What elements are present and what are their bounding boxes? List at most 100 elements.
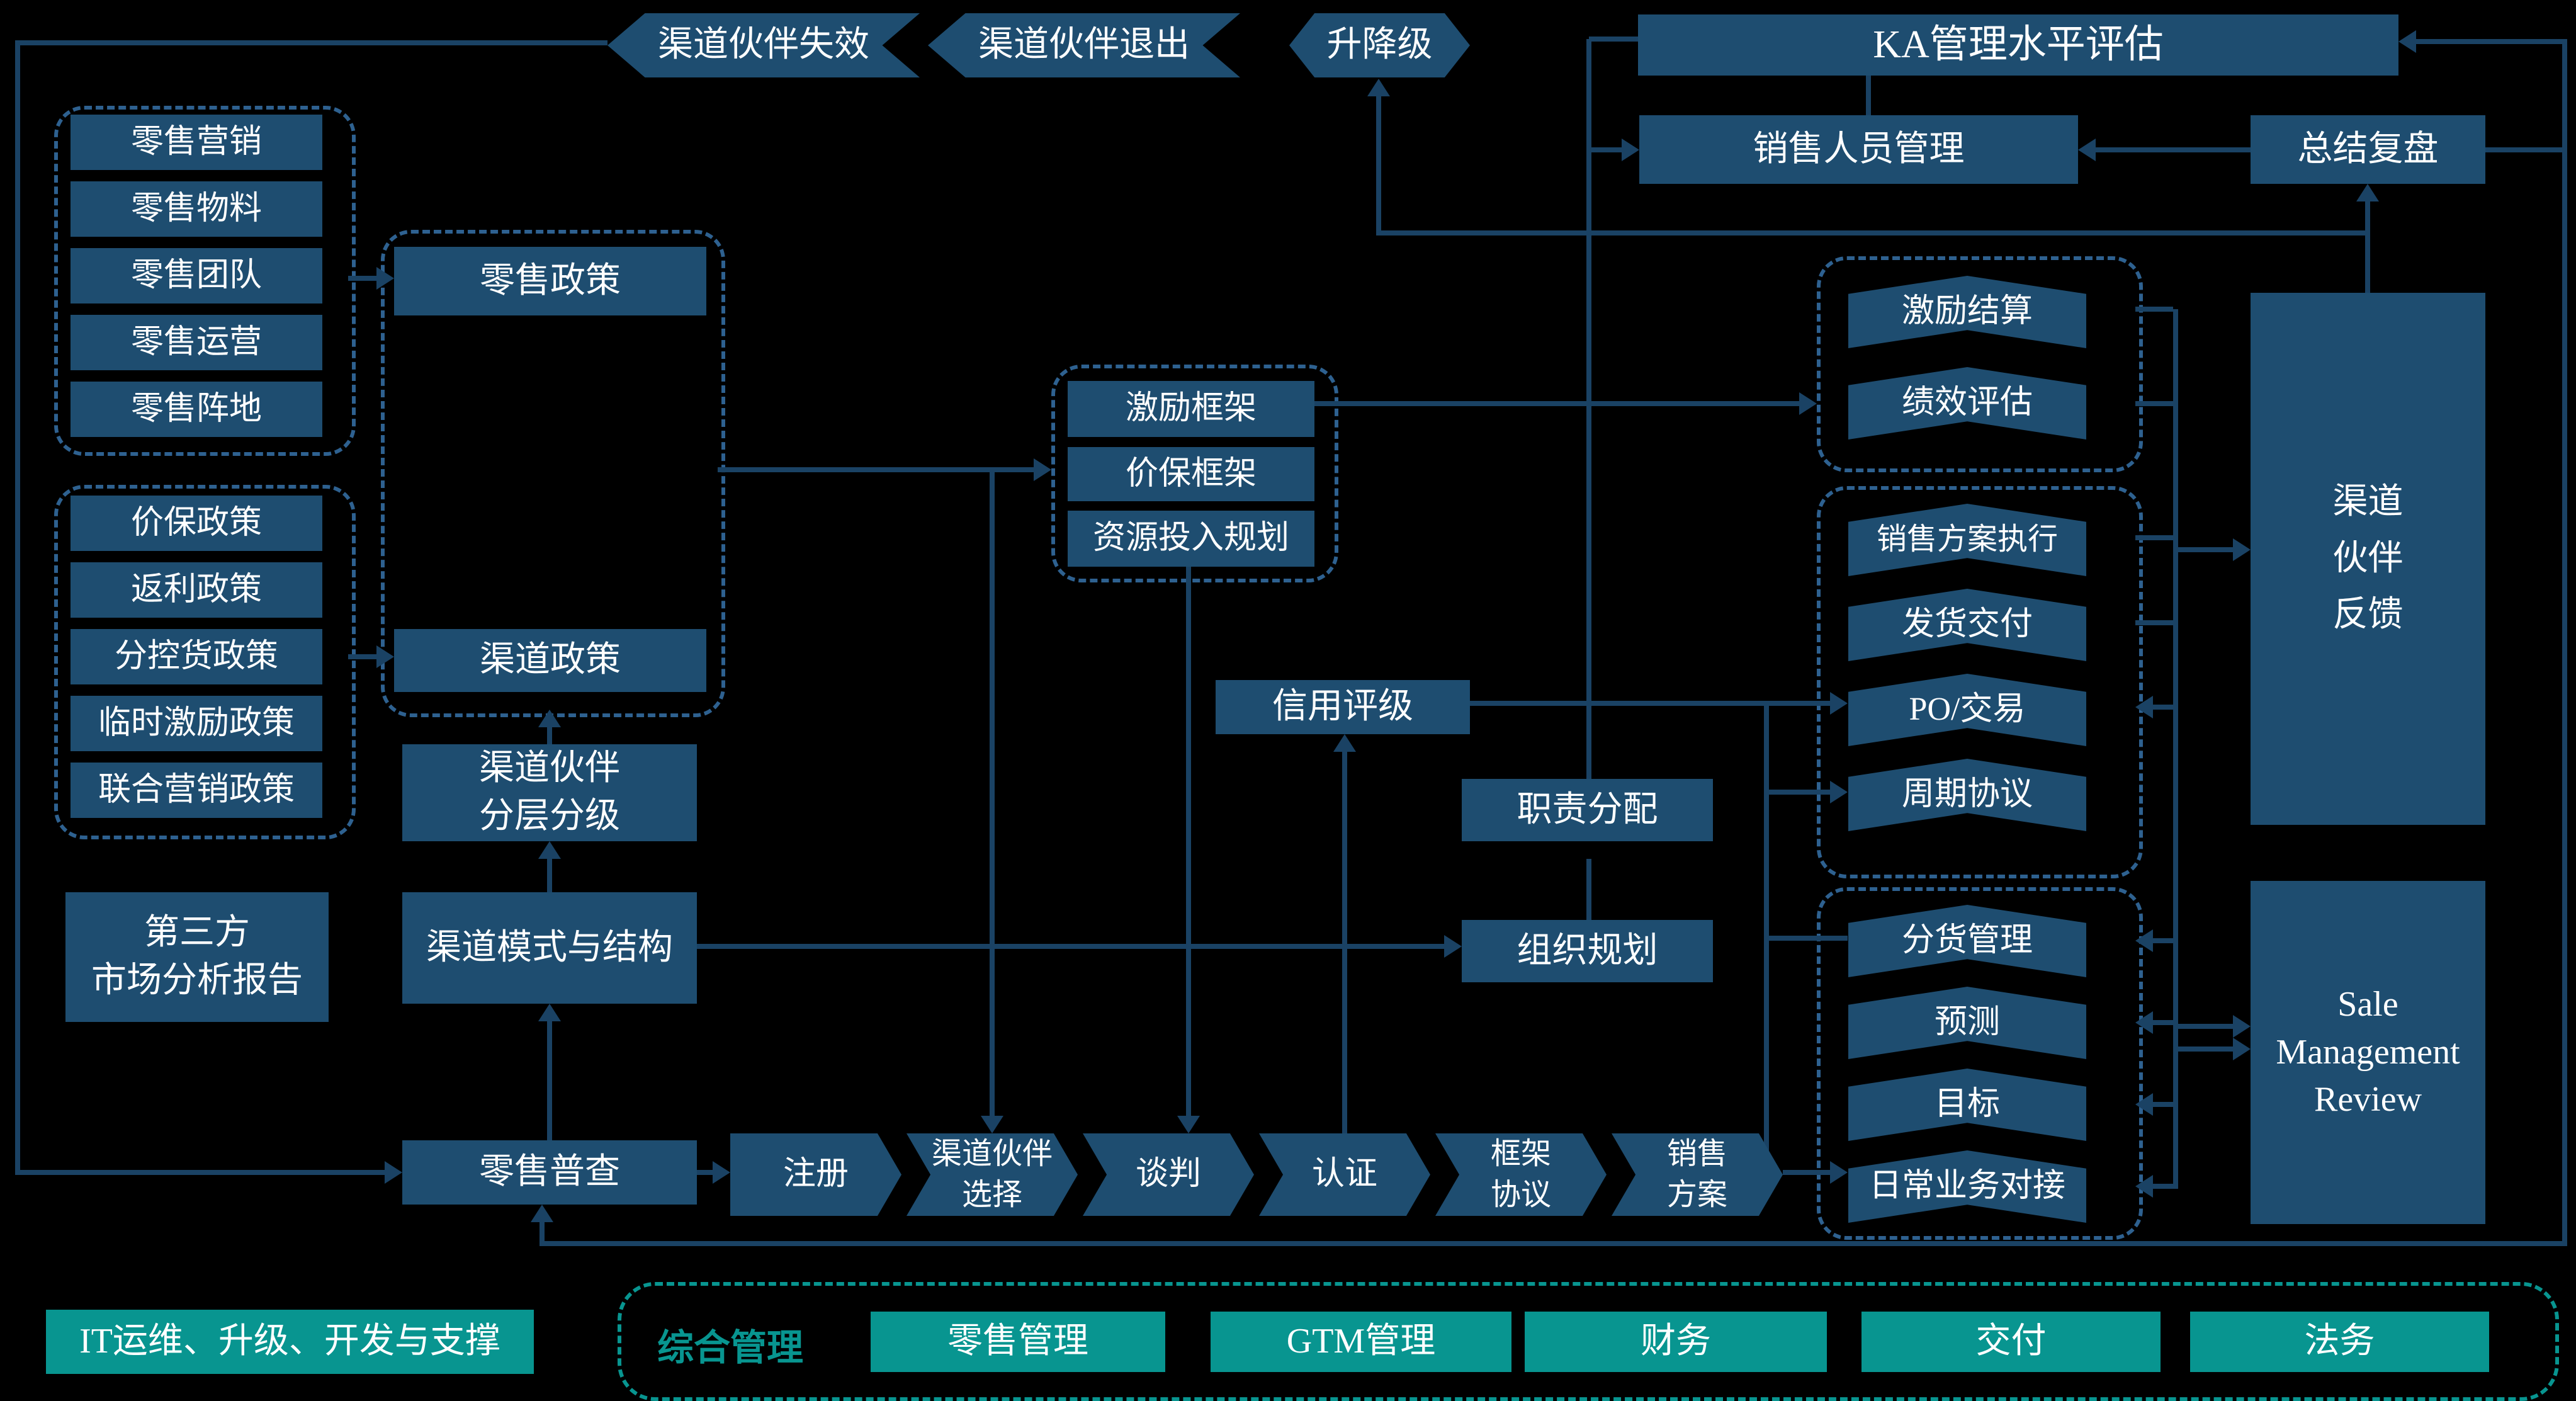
arrowhead-icon xyxy=(2398,30,2416,53)
node-retail-operations: 零售运营 xyxy=(71,315,322,370)
node-framework-agreement: 框架 协议 xyxy=(1435,1133,1607,1216)
arrowhead-icon xyxy=(1333,734,1356,752)
arrowhead-icon xyxy=(2135,1093,2153,1116)
node-register: 注册 xyxy=(730,1133,901,1216)
arrowhead-icon xyxy=(538,841,561,859)
node-performance-eval: 绩效评估 xyxy=(1848,367,2086,440)
arrowhead-icon xyxy=(2135,696,2153,718)
arrowhead-icon xyxy=(1830,1161,1848,1184)
arrowhead-icon xyxy=(1830,781,1848,803)
arrowhead-icon xyxy=(531,1205,553,1222)
flow-line xyxy=(2135,535,2173,540)
incentive-group-container xyxy=(1817,256,2143,472)
flow-line xyxy=(2153,1184,2176,1189)
flow-line xyxy=(1589,147,1622,152)
node-credit-rating: 信用评级 xyxy=(1216,680,1470,734)
node-shipping-delivery: 发货交付 xyxy=(1848,589,2086,661)
node-partner-feedback: 渠道 伙伴 反馈 xyxy=(2251,293,2485,825)
node-rebate-policy: 返利政策 xyxy=(71,562,322,618)
node-retail-census: 零售普查 xyxy=(402,1140,697,1205)
arrowhead-icon xyxy=(376,645,394,668)
arrowhead-icon xyxy=(2135,929,2153,952)
flow-line xyxy=(2173,1046,2233,1052)
node-it-support: IT运维、升级、开发与支撑 xyxy=(46,1310,534,1374)
node-up-down-grade: 升降级 xyxy=(1289,13,1470,77)
node-goods-control-policy: 分控货政策 xyxy=(71,629,322,684)
node-temp-incentive-policy: 临时激励政策 xyxy=(71,696,322,751)
flow-line xyxy=(1586,859,1591,920)
node-incentive-framework: 激励框架 xyxy=(1068,381,1314,437)
arrowhead-icon xyxy=(376,267,394,290)
node-retail-team: 零售团队 xyxy=(71,248,322,303)
flow-line xyxy=(348,654,376,659)
flow-line xyxy=(539,1241,2567,1246)
arrowhead-icon xyxy=(2356,184,2379,201)
flow-line xyxy=(2416,39,2567,44)
flow-line xyxy=(2153,938,2176,943)
arrowhead-icon xyxy=(2078,139,2096,161)
flow-line xyxy=(2135,620,2173,625)
flow-line xyxy=(1376,96,1381,235)
node-negotiation: 谈判 xyxy=(1083,1133,1254,1216)
flow-line xyxy=(15,40,20,1172)
arrowhead-icon xyxy=(981,1116,1003,1133)
node-retail-mgmt: 零售管理 xyxy=(871,1312,1165,1372)
flow-line xyxy=(2153,705,2176,710)
flow-line xyxy=(1470,701,1830,706)
framework-group-container xyxy=(1051,365,1338,582)
flow-line xyxy=(1589,37,1638,42)
arrowhead-icon xyxy=(1622,139,1639,161)
node-partner-tiering: 渠道伙伴 分层分级 xyxy=(402,744,697,841)
node-channel-policy: 渠道政策 xyxy=(394,629,706,692)
node-retail-position: 零售阵地 xyxy=(71,382,322,437)
node-retail-materials: 零售物料 xyxy=(71,181,322,237)
flow-line xyxy=(718,467,1034,472)
flow-line xyxy=(15,1170,385,1175)
node-delivery: 交付 xyxy=(1861,1312,2161,1372)
arrowhead-icon xyxy=(2233,1015,2251,1038)
node-finance: 财务 xyxy=(1525,1312,1827,1372)
node-third-party-report: 第三方 市场分析报告 xyxy=(65,892,329,1022)
flow-line xyxy=(2365,201,2370,293)
flow-line xyxy=(1766,790,1830,795)
arrowhead-icon xyxy=(1177,1116,1200,1133)
node-joint-marketing-policy: 联合营销政策 xyxy=(71,763,322,818)
arrowhead-icon xyxy=(1444,935,1462,958)
flow-line xyxy=(1376,230,2370,235)
arrowhead-icon xyxy=(1830,692,1848,715)
arrowhead-icon xyxy=(2135,1011,2153,1034)
node-sale-management-review: Sale Management Review xyxy=(2251,881,2485,1224)
arrowhead-icon xyxy=(1799,392,1817,415)
flow-line xyxy=(990,470,995,1116)
node-certification: 认证 xyxy=(1259,1133,1430,1216)
general-mgmt-label: 综合管理 xyxy=(657,1327,803,1368)
flow-line xyxy=(697,944,1444,949)
arrowhead-icon xyxy=(2135,1175,2153,1198)
flow-line xyxy=(547,1021,552,1140)
flow-line xyxy=(15,40,607,45)
flow-line xyxy=(2096,147,2251,152)
flow-line xyxy=(547,859,552,892)
flow-line xyxy=(1766,936,1848,941)
node-legal: 法务 xyxy=(2190,1312,2489,1372)
flow-line xyxy=(1783,1170,1830,1175)
node-partner-invalid: 渠道伙伴失效 xyxy=(607,13,920,77)
flow-line xyxy=(2153,1020,2176,1025)
arrowhead-icon xyxy=(713,1161,730,1184)
node-retail-marketing: 零售营销 xyxy=(71,115,322,170)
arrowhead-icon xyxy=(1034,458,1051,481)
node-price-protect-framework: 价保框架 xyxy=(1068,447,1314,501)
node-channel-model: 渠道模式与结构 xyxy=(402,892,697,1004)
flow-line xyxy=(697,1170,713,1175)
node-price-protection-policy: 价保政策 xyxy=(71,496,322,551)
arrowhead-icon xyxy=(2233,1038,2251,1060)
flow-line xyxy=(2485,147,2567,152)
node-partner-selection: 渠道伙伴 选择 xyxy=(907,1133,1078,1216)
flow-line xyxy=(2173,547,2233,552)
flow-line xyxy=(2562,39,2567,1246)
node-ka-assessment: KA管理水平评估 xyxy=(1638,14,2398,76)
policy-group-container xyxy=(54,485,356,839)
node-gtm-mgmt: GTM管理 xyxy=(1211,1312,1511,1372)
arrowhead-icon xyxy=(538,710,561,727)
